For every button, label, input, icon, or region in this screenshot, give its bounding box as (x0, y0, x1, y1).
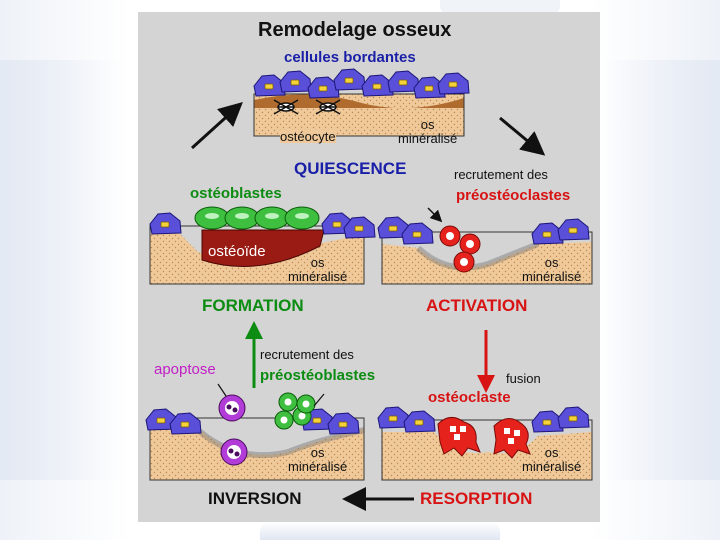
label-recrutement-des-bottom: recrutement des (260, 347, 354, 362)
label-recrutement-des-top: recrutement des (454, 167, 548, 182)
slide-decoration-bottom (260, 522, 500, 540)
label-osteoide: ostéoïde (208, 243, 266, 260)
slide-decoration-left (0, 60, 120, 480)
diagram-title: Remodelage osseux (258, 19, 452, 41)
label-os-mineralise-activation: os minéralisé (522, 255, 582, 284)
label-osteoclaste: ostéoclaste (428, 389, 511, 406)
label-cellules-bordantes: cellules bordantes (284, 49, 416, 66)
label-osteocyte: ostéocyte (280, 129, 336, 144)
phase-formation: FORMATION (202, 296, 304, 315)
label-preosteoblastes: préostéoblastes (260, 367, 376, 384)
bone-remodeling-figure: Remodelage osseux cellules bordantes ost… (138, 12, 600, 522)
label-os-mineralise-inversion: os minéralisé (288, 445, 348, 474)
panel-activation (377, 216, 593, 285)
label-apoptose: apoptose (154, 361, 216, 378)
panel-inversion (145, 383, 365, 481)
bone-remodeling-diagram (145, 68, 593, 511)
label-preosteoclastes: préostéoclastes (456, 187, 571, 204)
osteoclast-cells (437, 417, 531, 459)
slide-decoration-top (440, 0, 560, 14)
label-osteoblastes: ostéoblastes (190, 185, 282, 202)
slide-decoration-right (604, 60, 720, 480)
label-fusion: fusion (506, 371, 541, 386)
panel-formation (149, 206, 376, 285)
phase-inversion: INVERSION (208, 489, 302, 508)
apoptotic-cells (218, 394, 248, 466)
phase-activation: ACTIVATION (426, 296, 528, 315)
panel-quiescence (253, 68, 470, 137)
osteocyte-cells (273, 99, 341, 115)
phase-resorption: RESORPTION (420, 489, 533, 508)
label-os-mineralise-resorption: os minéralisé (522, 445, 582, 474)
phase-quiescence: QUIESCENCE (294, 159, 407, 178)
label-os-mineralise-formation: os minéralisé (288, 255, 348, 284)
osteoblast-cells (194, 206, 320, 230)
cycle-arrows (190, 101, 546, 511)
panel-resorption (377, 406, 593, 481)
label-os-mineralise-top: os minéralisé (398, 117, 458, 146)
